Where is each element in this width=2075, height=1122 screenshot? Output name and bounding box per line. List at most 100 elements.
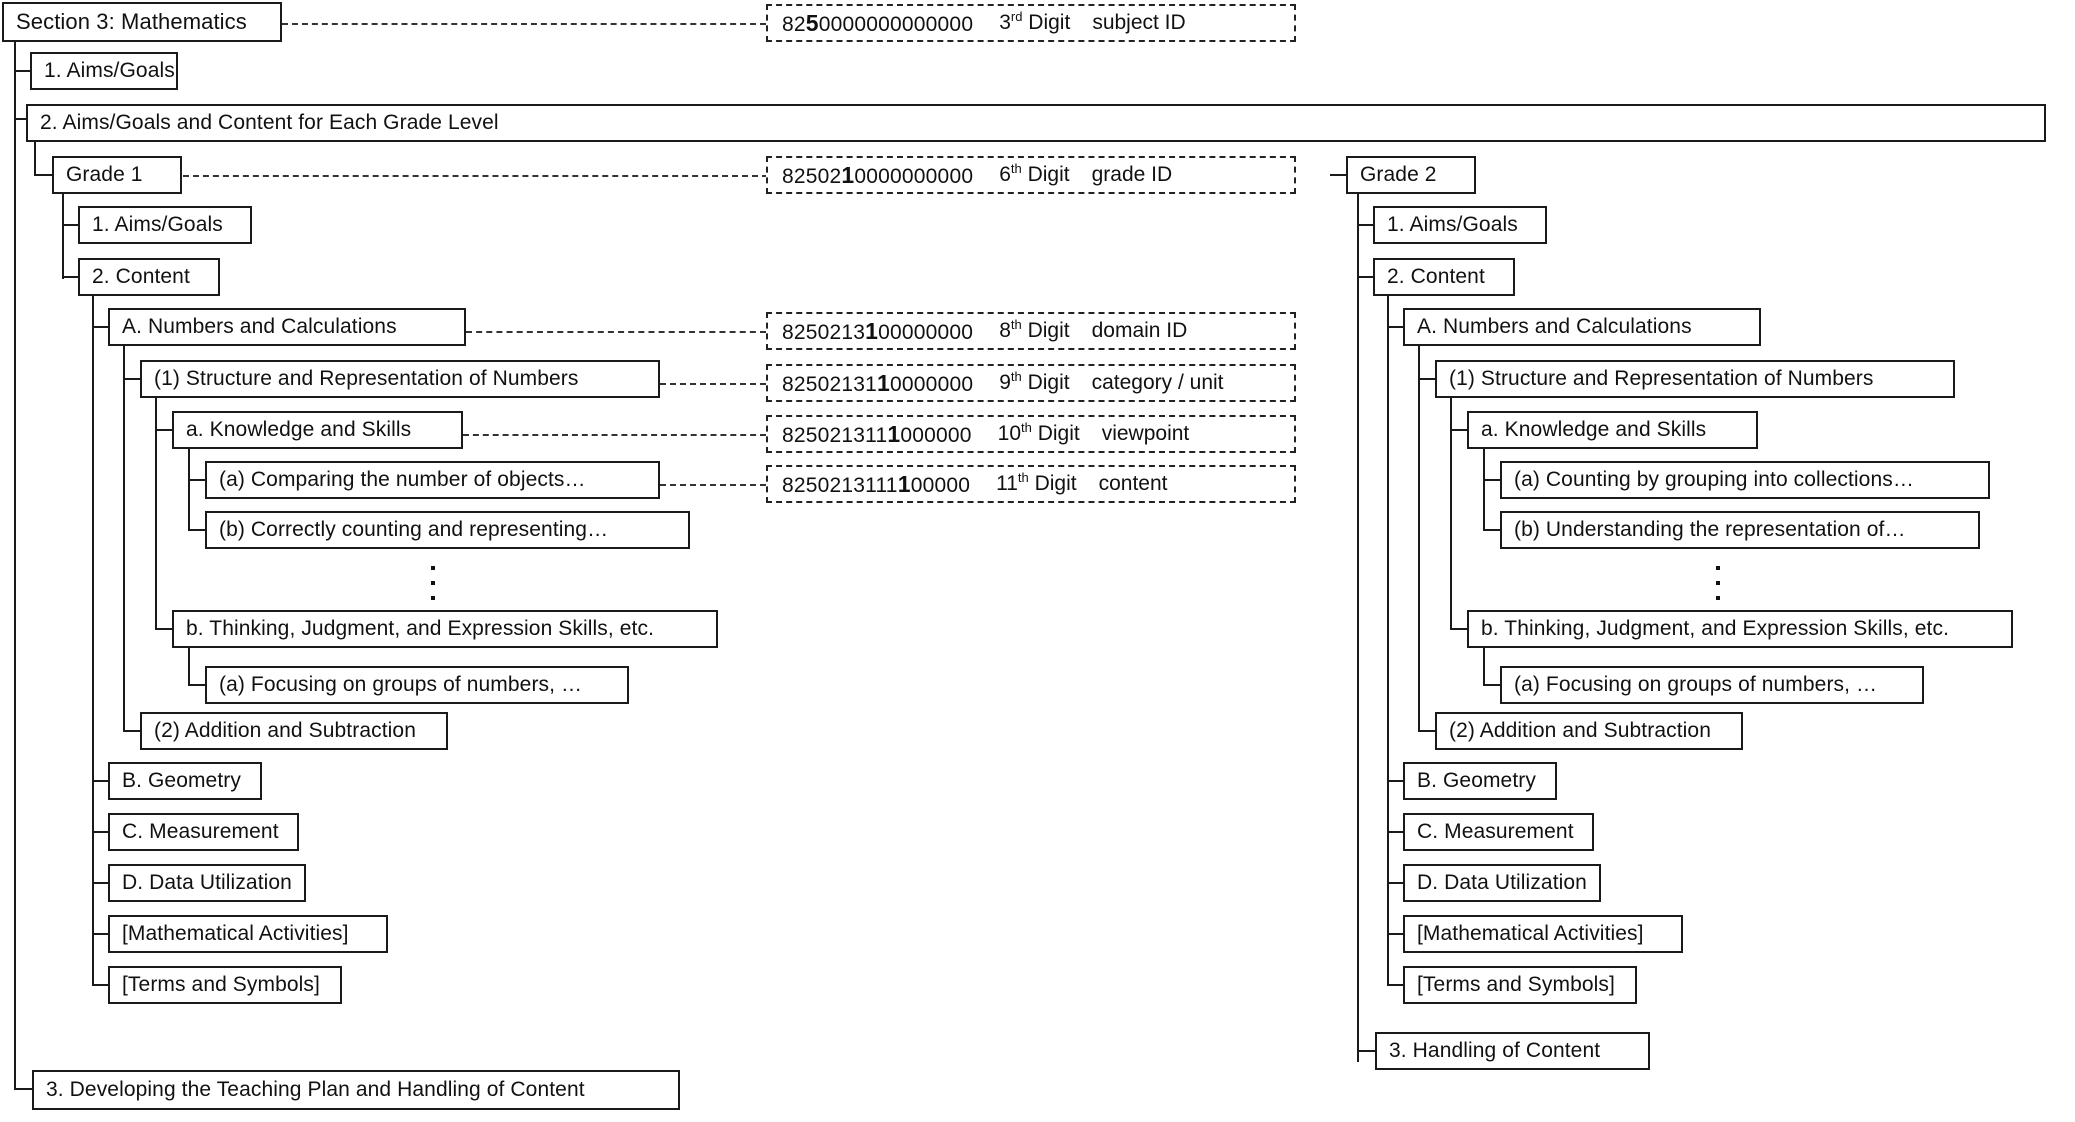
- connector-g2-content-a: [1483, 479, 1500, 481]
- node-grade1-content-b[interactable]: (b) Correctly counting and representing…: [205, 511, 690, 549]
- grade2-spine: [1357, 194, 1359, 1062]
- idbox-category-unit-id: 8250213110000000 9th Digit category / un…: [766, 364, 1296, 402]
- connector-root-to-plan: [14, 1088, 32, 1090]
- node-section-aims-goals[interactable]: 1. Aims/Goals: [30, 52, 178, 90]
- connector-g2-vb-content-a: [1483, 684, 1500, 686]
- node-grade1-math-activities[interactable]: [Mathematical Activities]: [108, 915, 388, 953]
- node-grade1-domain-c[interactable]: C. Measurement: [108, 813, 299, 851]
- connector-g2-domain-b: [1387, 780, 1403, 782]
- idbox-category-digit: 9th Digit: [999, 369, 1070, 394]
- dashlink-root-to-subject-id: [282, 23, 766, 25]
- node-grade2-viewpoint-a[interactable]: a. Knowledge and Skills: [1467, 411, 1758, 449]
- node-grade1-domain-b[interactable]: B. Geometry: [108, 762, 262, 800]
- connector-g1-domain-a: [92, 326, 108, 328]
- connector-g2-content-b: [1483, 529, 1500, 531]
- connector-g1-content-a: [188, 479, 205, 481]
- idbox-subject-digit: 3rd Digit: [999, 9, 1071, 34]
- connector-g1-unit-2: [123, 730, 140, 732]
- connector-g1-terms: [92, 984, 108, 986]
- idbox-grade-id: 8250210000000000 6th Digit grade ID: [766, 156, 1296, 194]
- connector-g2-domain-c: [1387, 831, 1403, 833]
- idbox-content-meaning: content: [1098, 472, 1168, 495]
- idbox-grade-meaning: grade ID: [1091, 163, 1173, 186]
- connector-g2-viewpoint-b: [1450, 628, 1467, 630]
- idbox-domain-code: 8250213100000000: [782, 317, 974, 344]
- idbox-grade-digit: 6th Digit: [999, 161, 1070, 186]
- connector-g2-domain-a: [1387, 326, 1403, 328]
- node-grade2-unit-2[interactable]: (2) Addition and Subtraction: [1435, 712, 1743, 750]
- node-grade2-terms-symbols[interactable]: [Terms and Symbols]: [1403, 966, 1637, 1004]
- node-grade2-domain-b[interactable]: B. Geometry: [1403, 762, 1557, 800]
- idbox-content-digit: 11th Digit: [996, 470, 1077, 495]
- node-grade2-domain-c[interactable]: C. Measurement: [1403, 813, 1594, 851]
- node-section-title[interactable]: Section 3: Mathematics: [2, 2, 282, 42]
- connector-g1-activities: [92, 933, 108, 935]
- node-grade1[interactable]: Grade 1: [52, 156, 182, 194]
- idbox-category-code: 8250213110000000: [782, 369, 974, 396]
- idbox-domain-id: 8250213100000000 8th Digit domain ID: [766, 312, 1296, 350]
- ellipsis-vertical-grade1: [430, 566, 436, 600]
- node-grade1-domain-a[interactable]: A. Numbers and Calculations: [108, 308, 466, 346]
- node-section-aims-and-content[interactable]: 2. Aims/Goals and Content for Each Grade…: [26, 104, 2046, 142]
- idbox-viewpoint-meaning: viewpoint: [1101, 422, 1190, 445]
- node-grade1-viewpoint-a[interactable]: a. Knowledge and Skills: [172, 411, 463, 449]
- dashlink-grade1-to-grade-id: [183, 175, 768, 177]
- connector-g1-viewpoint-b: [155, 628, 172, 630]
- node-grade2-domain-d[interactable]: D. Data Utilization: [1403, 864, 1601, 902]
- node-grade1-unit-2[interactable]: (2) Addition and Subtraction: [140, 712, 448, 750]
- node-grade2-math-activities[interactable]: [Mathematical Activities]: [1403, 915, 1683, 953]
- node-grade2-content-a[interactable]: (a) Counting by grouping into collection…: [1500, 461, 1990, 499]
- connector-section2-to-grade1: [34, 174, 52, 176]
- connector-grade1-content: [62, 276, 78, 278]
- node-grade2[interactable]: Grade 2: [1346, 156, 1476, 194]
- idbox-domain-meaning: domain ID: [1091, 319, 1188, 342]
- node-grade2-content-b[interactable]: (b) Understanding the representation of…: [1500, 511, 1980, 549]
- node-grade1-vb-content-a[interactable]: (a) Focusing on groups of numbers, …: [205, 666, 629, 704]
- connector-g1-unit-1: [123, 378, 140, 380]
- root-spine: [14, 38, 16, 1088]
- connector-g1-domain-c: [92, 831, 108, 833]
- grade2-viewpoint-a-spine: [1483, 449, 1485, 529]
- dashlink-domaina-to-domain-id: [466, 331, 766, 333]
- dashlink-contenta-to-content-id: [660, 484, 766, 486]
- connector-root-to-aims: [14, 70, 30, 72]
- connector-section2-to-grade2: [1330, 174, 1346, 176]
- idbox-viewpoint-digit: 10th Digit: [997, 420, 1080, 445]
- node-grade1-terms-symbols[interactable]: [Terms and Symbols]: [108, 966, 342, 1004]
- node-grade1-content-a[interactable]: (a) Comparing the number of objects…: [205, 461, 660, 499]
- node-section-teaching-plan[interactable]: 3. Developing the Teaching Plan and Hand…: [32, 1070, 680, 1110]
- idbox-subject-meaning: subject ID: [1092, 11, 1186, 34]
- connector-g2-unit-1: [1418, 378, 1435, 380]
- connector-g1-vb-content-a: [188, 684, 205, 686]
- node-grade1-content[interactable]: 2. Content: [78, 258, 220, 296]
- grade1-domain-a-spine: [123, 346, 125, 731]
- node-grade2-content[interactable]: 2. Content: [1373, 258, 1515, 296]
- idbox-domain-digit: 8th Digit: [999, 317, 1070, 342]
- grade1-content-spine: [92, 296, 94, 984]
- node-grade2-aims-goals[interactable]: 1. Aims/Goals: [1373, 206, 1547, 244]
- grade2-content-spine: [1387, 296, 1389, 984]
- node-grade2-vb-content-a[interactable]: (a) Focusing on groups of numbers, …: [1500, 666, 1924, 704]
- node-grade1-viewpoint-b[interactable]: b. Thinking, Judgment, and Expression Sk…: [172, 610, 718, 648]
- node-grade2-unit-1[interactable]: (1) Structure and Representation of Numb…: [1435, 360, 1955, 398]
- node-grade1-aims-goals[interactable]: 1. Aims/Goals: [78, 206, 252, 244]
- node-grade1-unit-1[interactable]: (1) Structure and Representation of Numb…: [140, 360, 660, 398]
- node-grade1-domain-d[interactable]: D. Data Utilization: [108, 864, 306, 902]
- connector-grade2-handling: [1357, 1050, 1375, 1052]
- node-grade2-handling-of-content[interactable]: 3. Handling of Content: [1375, 1032, 1650, 1070]
- connector-g2-terms: [1387, 984, 1403, 986]
- idbox-viewpoint-code: 8250213111000000: [782, 420, 972, 447]
- connector-grade1-aims: [62, 224, 78, 226]
- ellipsis-vertical-grade2: [1715, 566, 1721, 600]
- connector-grade2-aims: [1357, 224, 1373, 226]
- node-grade2-domain-a[interactable]: A. Numbers and Calculations: [1403, 308, 1761, 346]
- grade1-spine: [62, 194, 64, 279]
- connector-g2-viewpoint-a: [1450, 429, 1467, 431]
- connector-g1-domain-d: [92, 882, 108, 884]
- idbox-content-code: 8250213111100000: [782, 470, 971, 497]
- node-grade2-viewpoint-b[interactable]: b. Thinking, Judgment, and Expression Sk…: [1467, 610, 2013, 648]
- idbox-category-meaning: category / unit: [1091, 371, 1224, 394]
- idbox-subject-id: 8250000000000000 3rd Digit subject ID: [766, 4, 1296, 42]
- dashlink-unit1-to-category-id: [660, 383, 766, 385]
